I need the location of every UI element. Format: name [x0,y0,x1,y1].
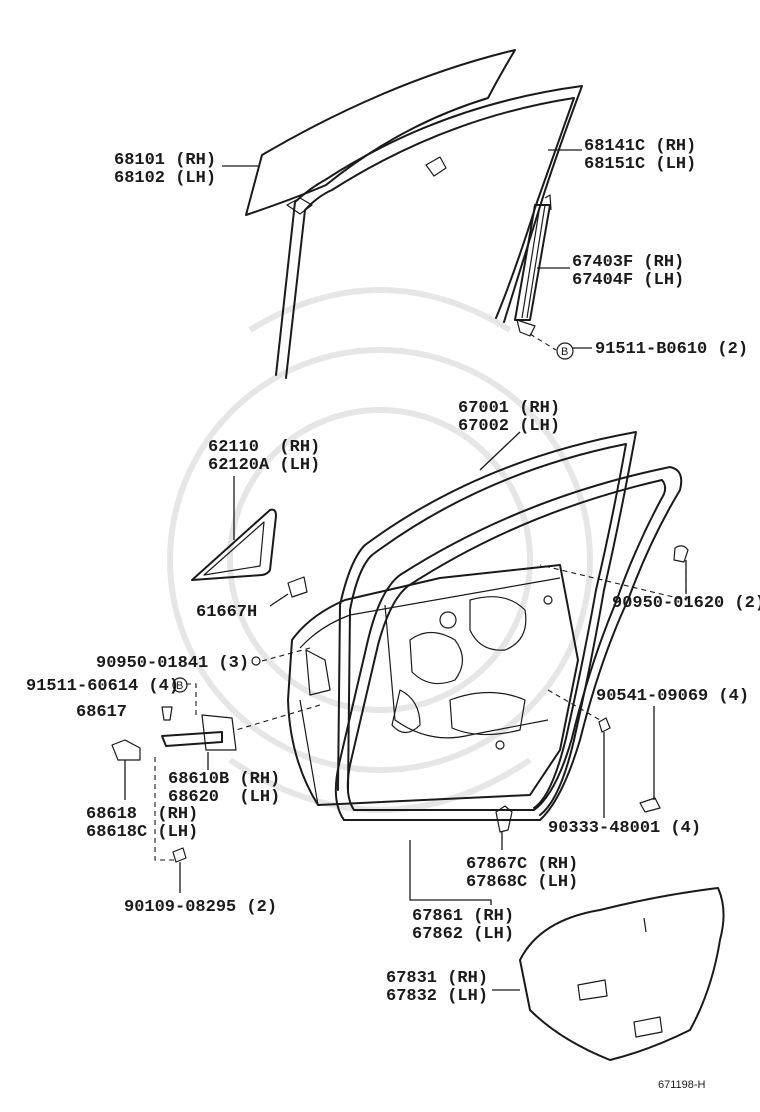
callout-62110: 62110 (RH) [208,438,320,457]
b-marker: B [561,346,568,358]
callout-68620: 68620 (LH) [168,788,280,807]
callout-91511-b0610: 91511-B0610 (2) [595,340,748,359]
callout-67002: 67002 (LH) [458,417,560,436]
callout-68151c: 68151C (LH) [584,155,696,174]
callout-67404f: 67404F (LH) [572,271,684,290]
callout-67867c: 67867C (RH) [466,855,578,874]
opening-weatherstrip-part [334,466,683,821]
callout-90950-01841: 90950-01841 (3) [96,654,249,673]
callout-68101: 68101 (RH) [114,151,216,170]
front-quarter-window-part [191,508,277,581]
callout-62120a: 62120A (LH) [208,456,320,475]
diagram-code: 671198-H [658,1079,706,1091]
door-weatherstrip-part [337,431,637,816]
leader-lines [124,149,687,991]
callout-67861: 67861 (RH) [412,907,514,926]
door-glass-part [245,49,516,216]
callout-68610b: 68610B (RH) [168,770,280,789]
front-door-panel-part [287,564,579,806]
callout-67403f: 67403F (RH) [572,253,684,272]
b-marker-circle [556,342,574,360]
division-bar-part [514,194,552,337]
callout-labels: 68101 (RH) 68102 (LH) 68141C (RH) 68151C… [26,137,760,1091]
hardware-small-parts [111,545,689,863]
b-marker-circle-2 [172,677,188,693]
callout-61667h: 61667H [196,603,257,622]
callout-68618c: 68618C (LH) [86,823,198,842]
callout-90109-08295: 90109-08295 (2) [124,898,277,917]
callout-67001: 67001 (RH) [458,399,560,418]
callout-68102: 68102 (LH) [114,169,216,188]
callout-67831: 67831 (RH) [386,969,488,988]
callout-90950-01620: 90950-01620 (2) [612,594,760,613]
callout-68617: 68617 [76,703,127,722]
callout-90541-09069: 90541-09069 (4) [596,687,749,706]
callout-67862: 67862 (LH) [412,925,514,944]
callout-90333-48001: 90333-48001 (4) [548,819,701,838]
callout-67868c: 67868C (LH) [466,873,578,892]
callout-68141c: 68141C (RH) [584,137,696,156]
callout-91511-60614: 91511-60614 (4) [26,677,179,696]
callout-68618: 68618 (RH) [86,805,198,824]
callout-67832: 67832 (LH) [386,987,488,1006]
door-trim-pad-part [519,887,725,1061]
b-marker-2: B [176,680,183,692]
